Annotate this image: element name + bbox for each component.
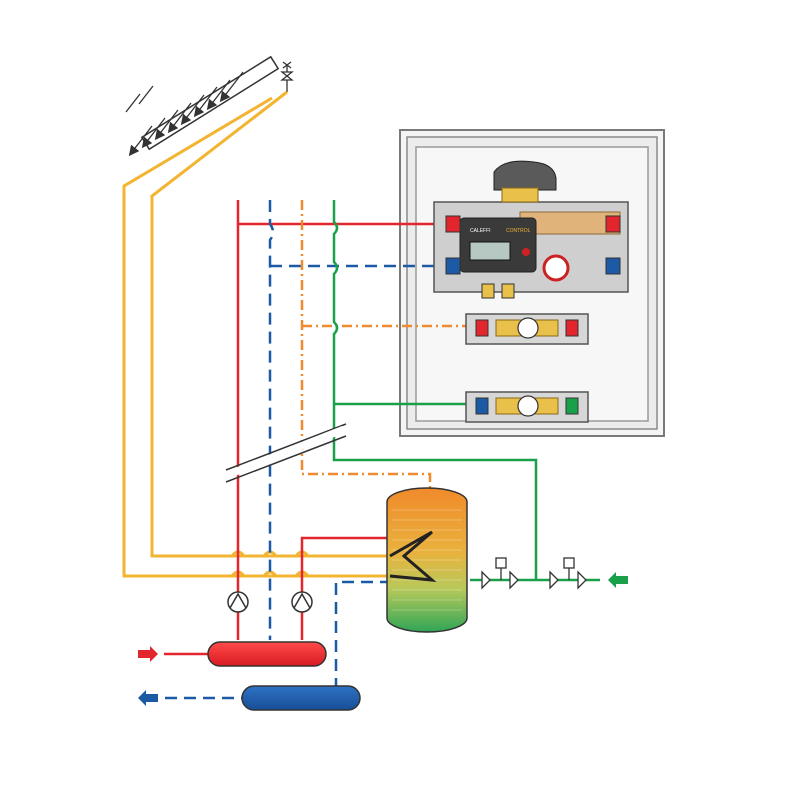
thermometer-gauge-icon [517, 317, 539, 339]
flow-arrow-icon [138, 690, 158, 706]
check-valve-icon [481, 557, 519, 590]
pump-icon [227, 591, 249, 613]
pump-icon [291, 591, 313, 613]
solar-loop-pipes [122, 90, 390, 578]
thermometer-gauge-icon [517, 395, 539, 417]
recirculation-pipes [300, 200, 466, 488]
flow-arrow-icon [608, 572, 628, 588]
mixing-valve-module [465, 313, 589, 345]
air-vent-icon [280, 61, 294, 92]
check-valve-icon [549, 557, 587, 590]
hydraulic-separator-icon [207, 641, 361, 711]
flow-arrow-icon [138, 646, 158, 662]
return-pipes [146, 200, 446, 700]
solar-control-module: CALEFFI CONTROL [433, 160, 629, 299]
thermometer-gauge-icon [542, 254, 570, 282]
solar-collector-icon [125, 55, 280, 157]
storage-tank-icon [386, 487, 468, 633]
pipe-break-symbol [225, 423, 347, 483]
unit-product-label: CONTROL [506, 228, 531, 234]
unit-brand-label: CALEFFI [470, 228, 491, 234]
heat-exchanger-coil-icon [389, 530, 437, 582]
mixing-valve-module [465, 391, 589, 423]
